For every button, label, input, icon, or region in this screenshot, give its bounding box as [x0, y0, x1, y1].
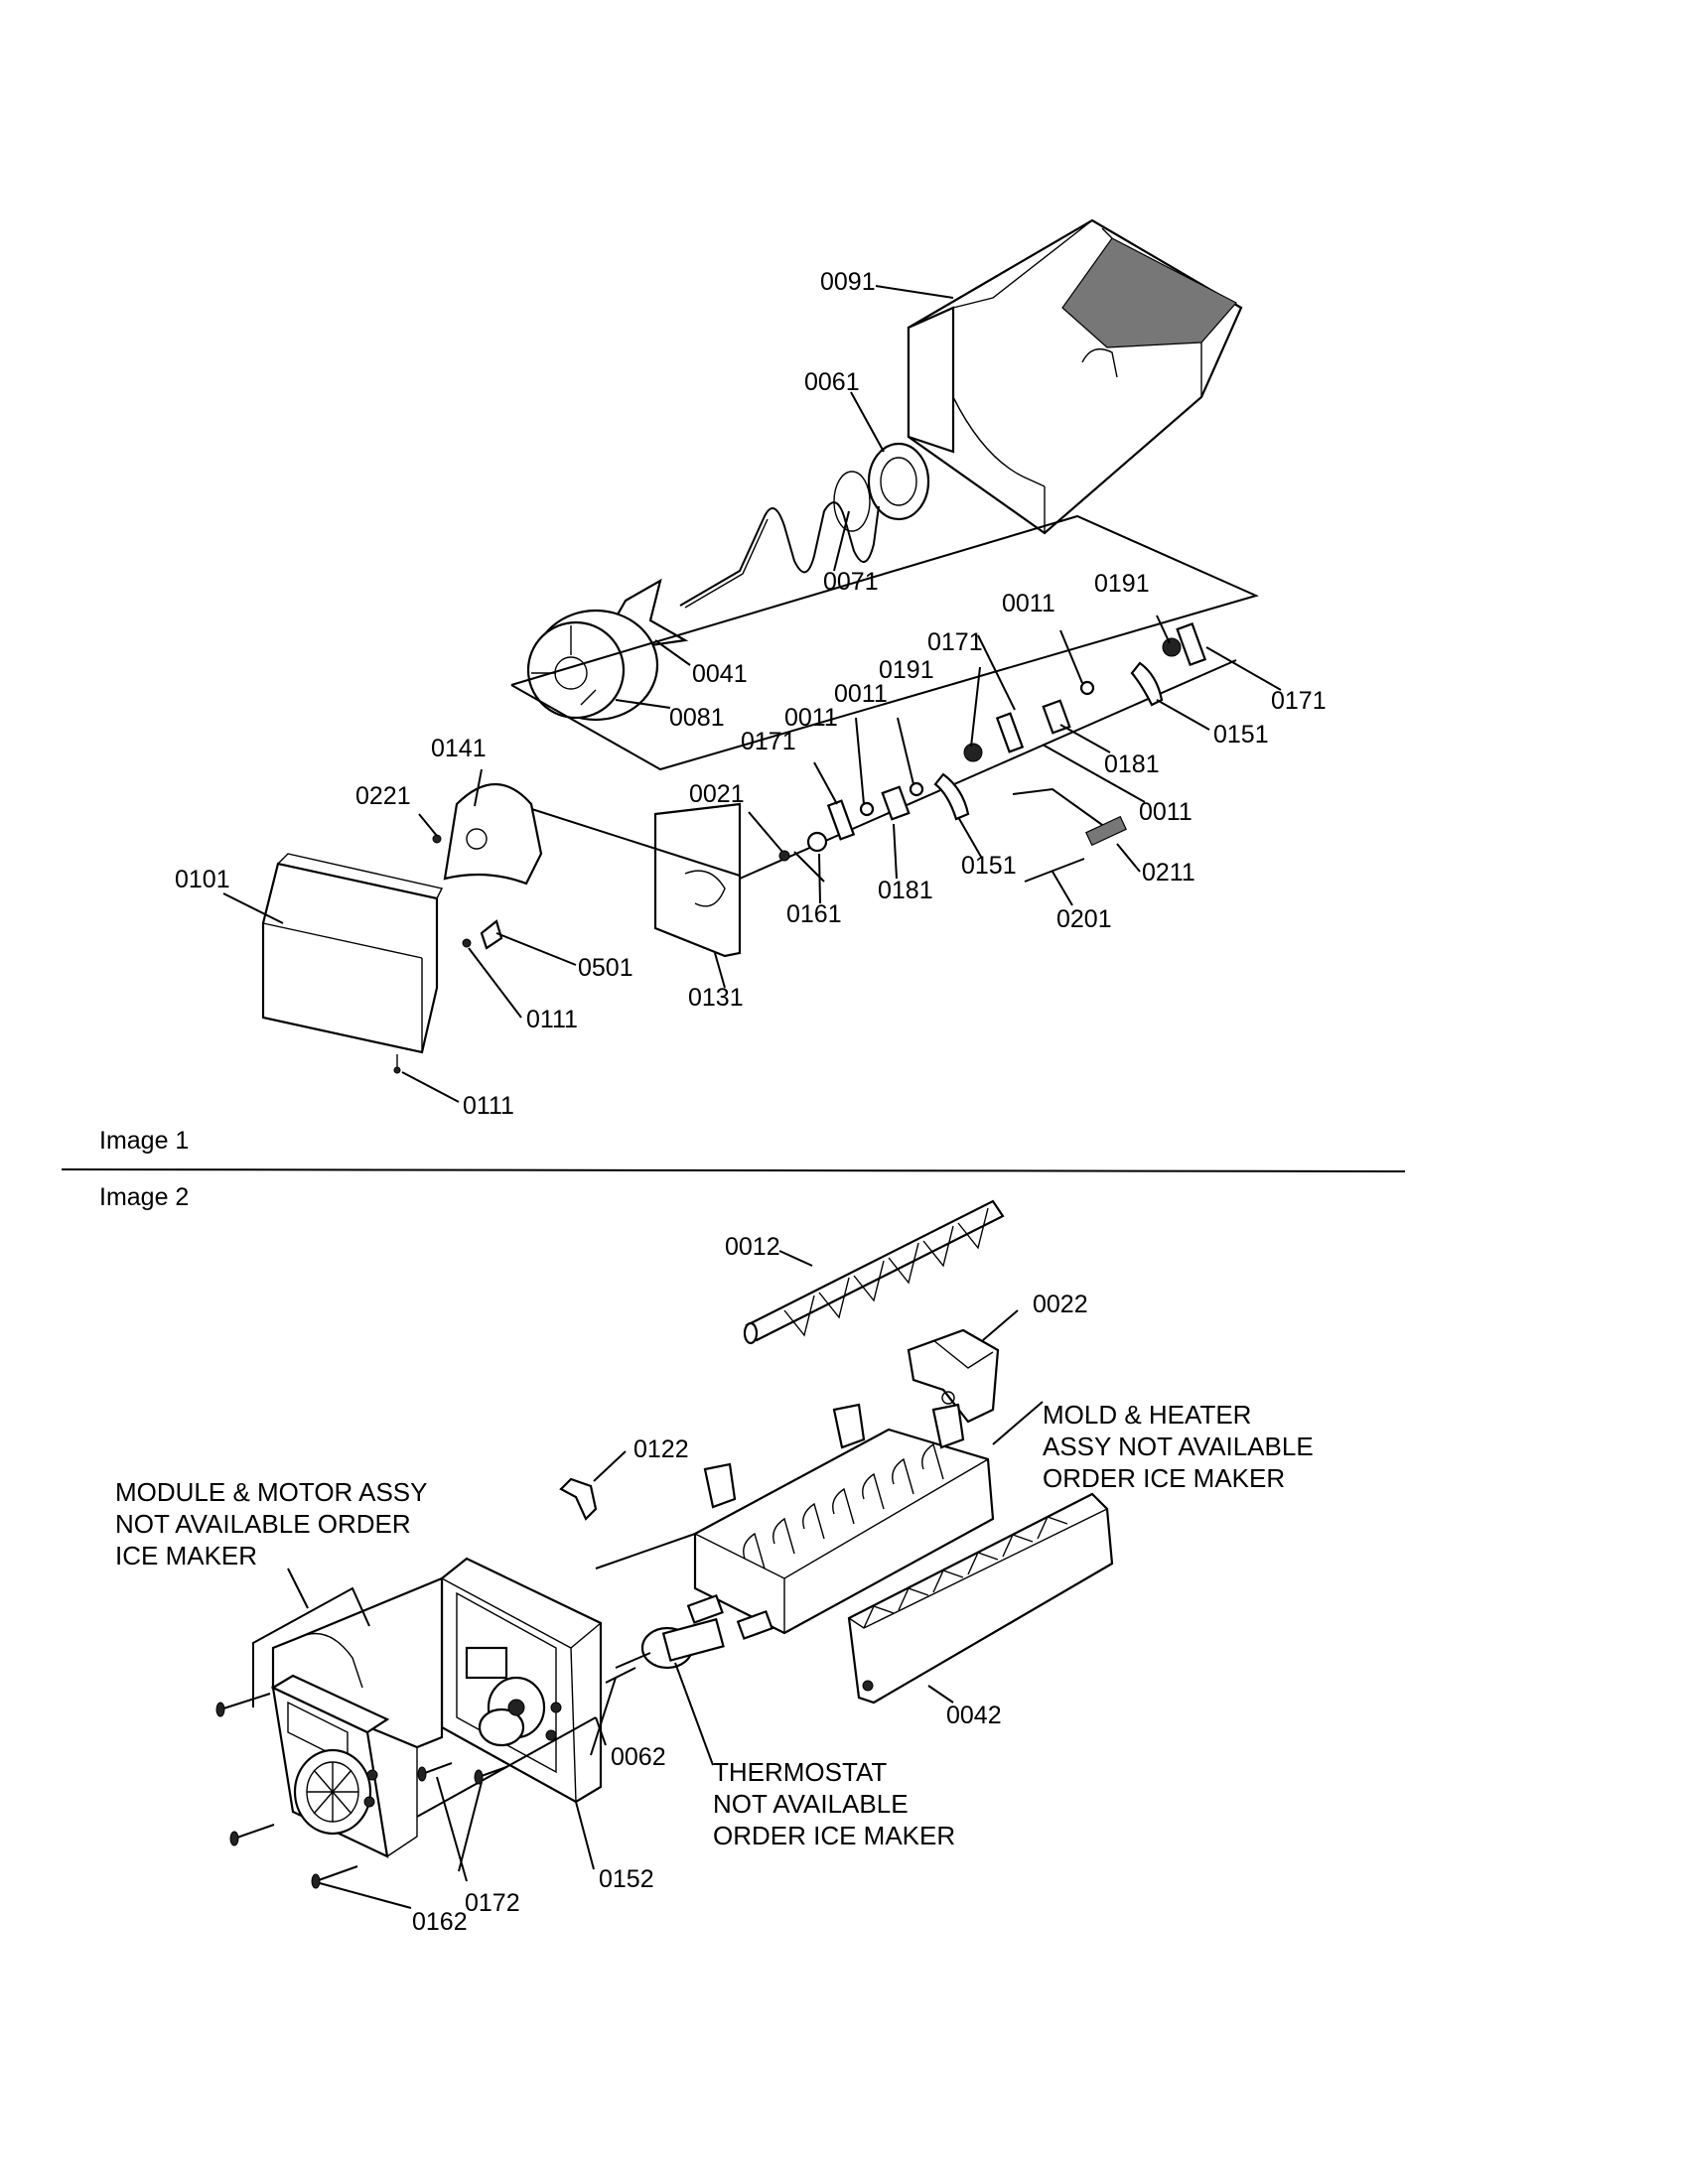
- note-module-motor-line2: NOT AVAILABLE ORDER: [115, 1509, 411, 1539]
- mounting-plate-part: [515, 802, 742, 958]
- thermostat-part: [605, 1593, 773, 1684]
- label-0061: 0061: [804, 368, 860, 396]
- label-0111-upper: 0111: [526, 1006, 578, 1033]
- screws-parts: [215, 1693, 507, 1889]
- heater-cover-part: [847, 1492, 1114, 1705]
- label-0171-left: 0171: [741, 728, 796, 755]
- label-0191-top: 0191: [1094, 570, 1150, 598]
- label-0191-mid: 0191: [879, 656, 934, 684]
- note-thermostat-line1: THERMOSTAT: [713, 1757, 887, 1787]
- note-mold-heater-line2: ASSY NOT AVAILABLE: [1043, 1432, 1314, 1461]
- label-0181-left: 0181: [878, 877, 933, 904]
- note-module-motor-line1: MODULE & MOTOR ASSY: [115, 1477, 427, 1507]
- ice-bucket-part: [907, 218, 1243, 535]
- label-0111-lower: 0111: [463, 1092, 514, 1120]
- label-0022: 0022: [1033, 1291, 1088, 1318]
- label-0101: 0101: [175, 866, 230, 893]
- drive-wheel-part: [526, 609, 659, 722]
- module-note-leader: [287, 1568, 309, 1609]
- label-0011-right: 0011: [1139, 798, 1193, 826]
- auger-spring-part: [679, 471, 880, 609]
- label-0151-left: 0151: [961, 852, 1017, 880]
- label-0131: 0131: [688, 984, 744, 1012]
- dispenser-shaft-parts: [778, 622, 1207, 883]
- module-note-bracket: [252, 1586, 370, 1707]
- label-0171-right: 0171: [1271, 687, 1327, 715]
- image2-caption: Image 2: [99, 1183, 189, 1211]
- motor-housing-part: [261, 853, 503, 1074]
- group-outline-upper: [510, 514, 1259, 771]
- labels-image2: 0012 0022 0122 0042 0062 0152 0172 0162: [412, 1233, 1088, 1936]
- label-0081: 0081: [669, 704, 725, 732]
- module-housing-part: [440, 1557, 603, 1804]
- auger-bearing-part: [867, 442, 930, 521]
- note-thermostat: THERMOSTAT NOT AVAILABLE ORDER ICE MAKER: [713, 1757, 955, 1850]
- image1-caption: Image 1: [99, 1127, 189, 1155]
- motor-cover-part: [432, 782, 543, 886]
- label-0171-mid: 0171: [927, 628, 983, 656]
- label-0041: 0041: [692, 660, 748, 688]
- label-0021: 0021: [689, 780, 745, 808]
- section-divider: [61, 1168, 1406, 1172]
- label-0161: 0161: [786, 900, 842, 928]
- clip-part: [559, 1477, 598, 1521]
- note-thermostat-line3: ORDER ICE MAKER: [713, 1821, 955, 1850]
- note-thermostat-line2: NOT AVAILABLE: [713, 1789, 909, 1819]
- note-module-motor-line3: ICE MAKER: [115, 1541, 257, 1570]
- note-mold-heater-line3: ORDER ICE MAKER: [1043, 1463, 1285, 1493]
- label-0211: 0211: [1142, 859, 1195, 887]
- label-0221: 0221: [355, 782, 411, 810]
- label-0011-left: 0011: [784, 704, 838, 732]
- label-0011-top: 0011: [1002, 590, 1055, 617]
- label-0062: 0062: [611, 1743, 666, 1771]
- label-0172: 0172: [465, 1889, 520, 1917]
- labels-image1: 0091 0061 0071 0041 0081 0011 0191 0171 …: [175, 268, 1327, 1120]
- leader-lines-image2: [319, 1250, 1044, 1909]
- label-0042: 0042: [946, 1702, 1002, 1729]
- leader-lines-image1: [222, 285, 1282, 1103]
- label-0071: 0071: [823, 568, 879, 596]
- label-0012: 0012: [725, 1233, 780, 1261]
- image1-diagram: 0091 0061 0071 0041 0081 0011 0191 0171 …: [99, 218, 1327, 1155]
- motor-module-part: [270, 1576, 597, 1858]
- label-0122: 0122: [633, 1435, 689, 1463]
- label-0162: 0162: [412, 1908, 468, 1936]
- ejector-part: [743, 1199, 1005, 1345]
- label-0152: 0152: [599, 1865, 654, 1893]
- image2-diagram: Image 2: [99, 1183, 1314, 1936]
- note-module-motor: MODULE & MOTOR ASSY NOT AVAILABLE ORDER …: [115, 1477, 427, 1570]
- label-0011-mid: 0011: [834, 680, 888, 708]
- label-0141: 0141: [431, 735, 487, 762]
- label-0151-right: 0151: [1213, 721, 1269, 749]
- label-0181-right: 0181: [1104, 751, 1160, 778]
- label-0201: 0201: [1056, 905, 1112, 933]
- label-0501: 0501: [578, 954, 633, 982]
- label-0091: 0091: [820, 268, 876, 296]
- note-mold-heater-line1: MOLD & HEATER: [1043, 1400, 1251, 1430]
- bearing-bracket-part: [907, 1328, 1000, 1424]
- ice-mold-assembly: [595, 1403, 995, 1635]
- note-mold-heater: MOLD & HEATER ASSY NOT AVAILABLE ORDER I…: [1043, 1400, 1314, 1493]
